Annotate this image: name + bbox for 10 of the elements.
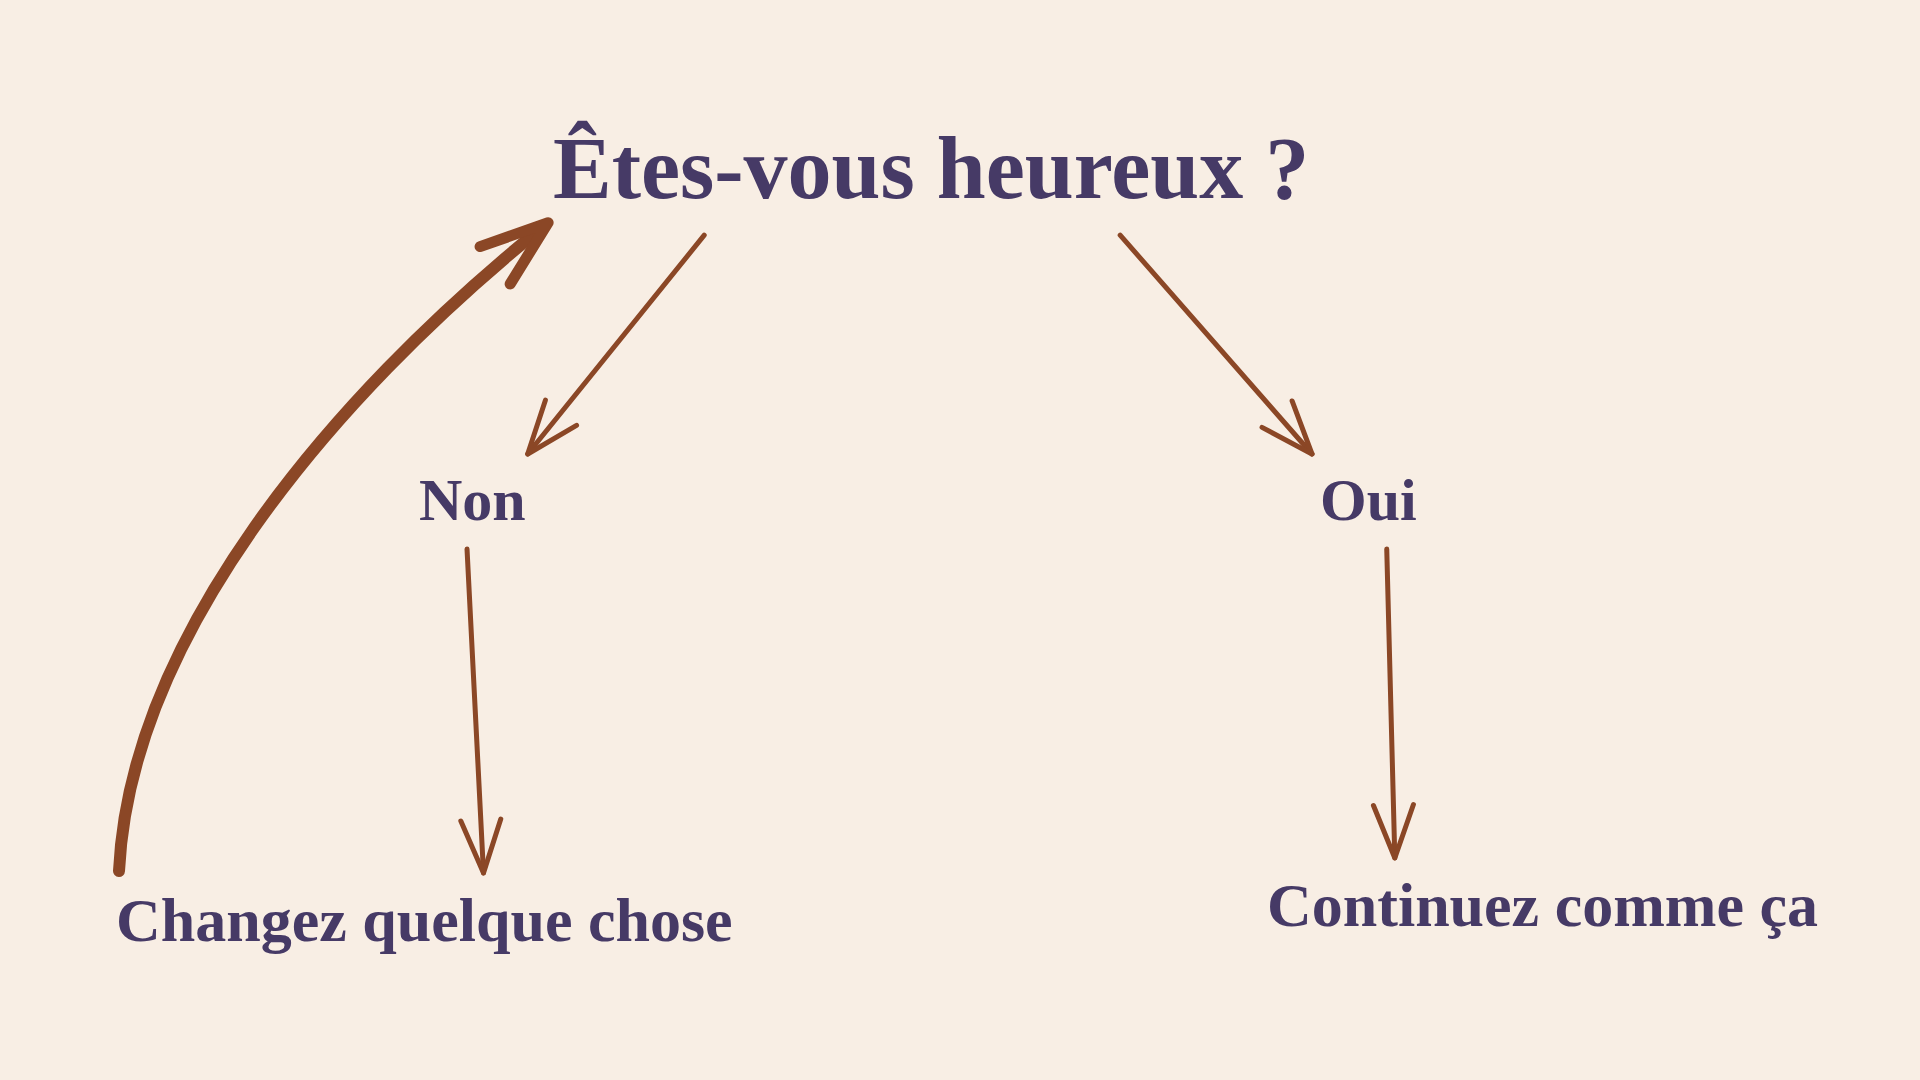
answer-label: Oui [1320, 466, 1417, 535]
question-heading: Êtes-vous heureux ? [553, 118, 1310, 220]
arrow [458, 546, 504, 876]
outcome-text: Continuez comme ça [1267, 870, 1818, 942]
arrow [525, 232, 707, 457]
arrow [1370, 546, 1416, 861]
arrow [1117, 232, 1315, 457]
outcome-text: Changez quelque chose [116, 885, 733, 957]
answer-label: Non [419, 466, 526, 535]
curved-arrow [113, 217, 554, 877]
